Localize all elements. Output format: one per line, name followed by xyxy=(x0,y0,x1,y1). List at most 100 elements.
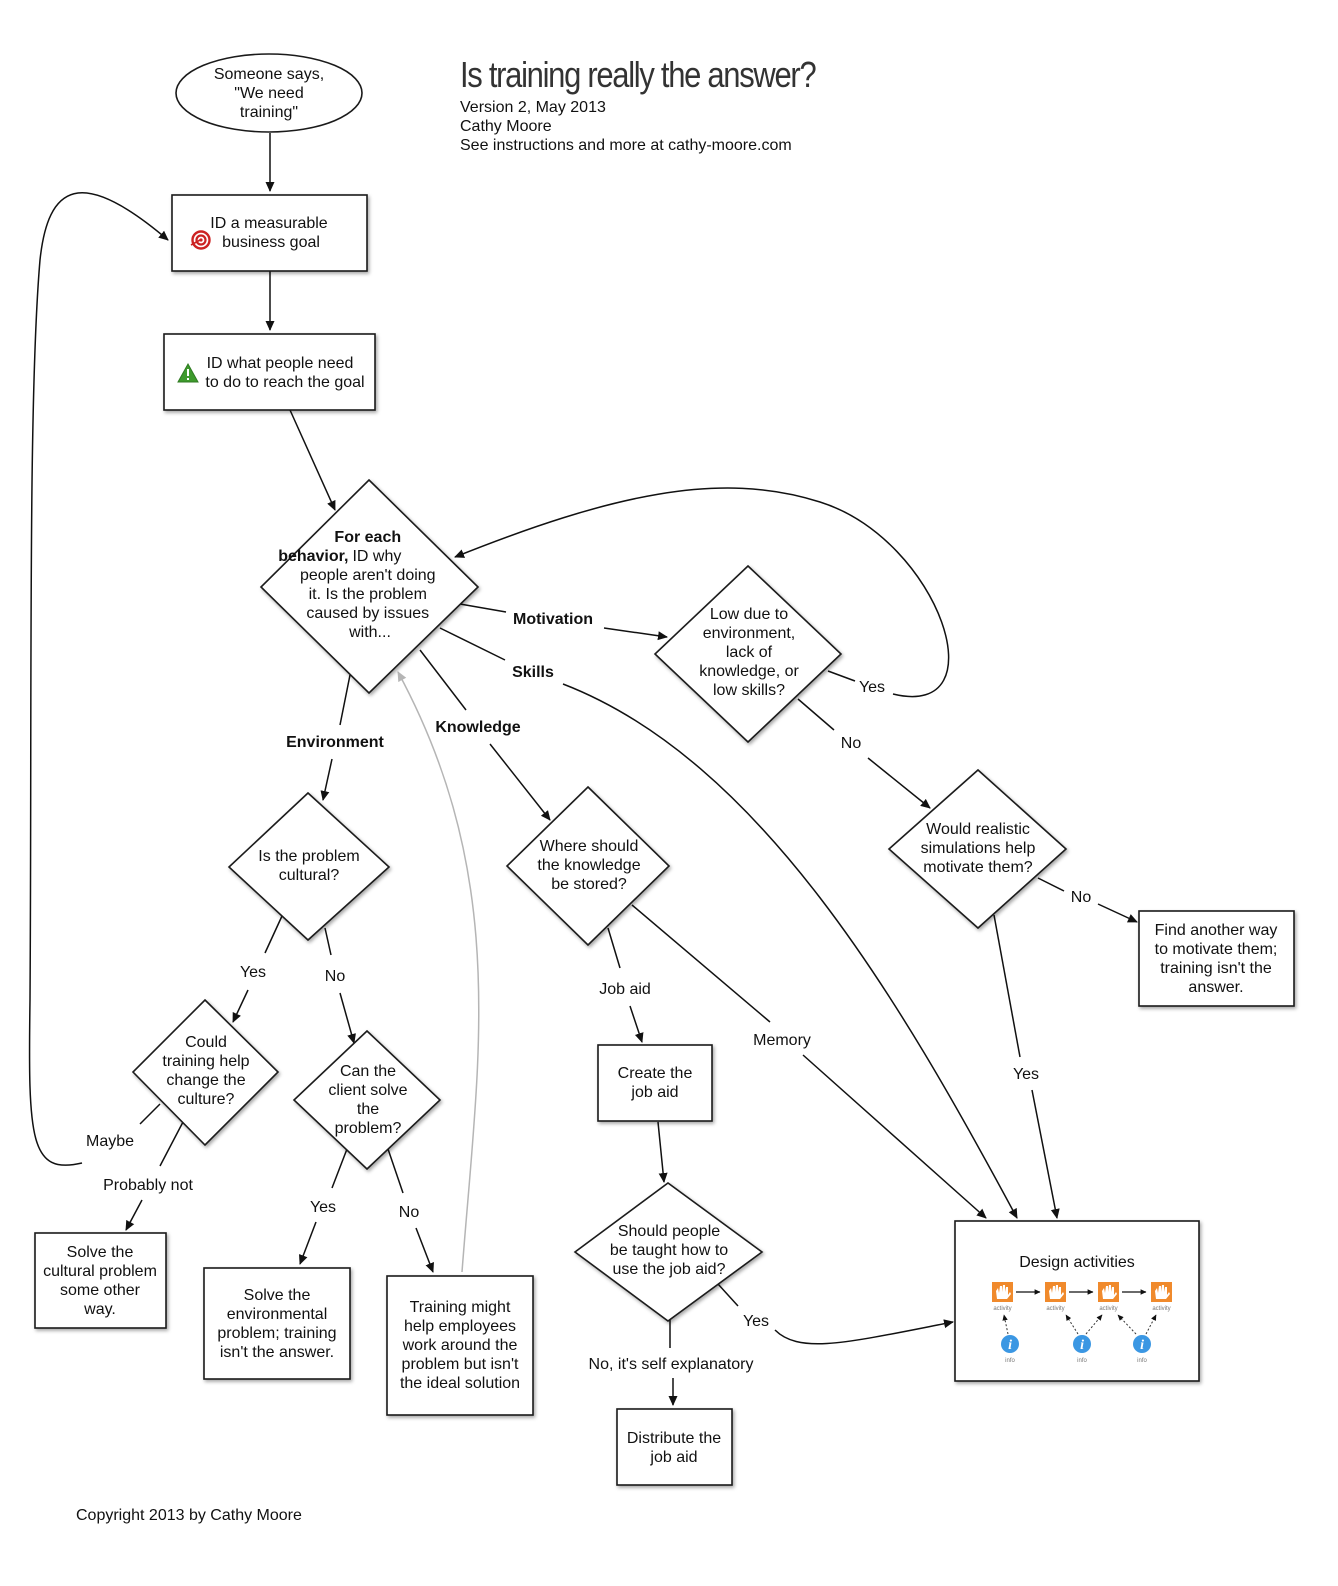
edge-cultural-yes-a xyxy=(264,915,283,954)
edge-why-motivation-a xyxy=(459,603,507,613)
label-environment: Environment xyxy=(286,734,384,751)
svg-text:i: i xyxy=(1140,1338,1144,1353)
node-solve-env-line-2: environmental xyxy=(227,1306,328,1323)
edge-training-might-back xyxy=(397,671,480,1273)
activity-icon: activity xyxy=(1151,1282,1172,1312)
node-change-culture-line-4: culture? xyxy=(178,1091,235,1108)
target-icon xyxy=(190,230,211,250)
edge-low-no-b xyxy=(867,757,931,809)
node-goal-line-1: ID a measurable xyxy=(210,215,327,232)
label-self-explanatory: No, it's self explanatory xyxy=(589,1356,754,1373)
svg-text:activity: activity xyxy=(1152,1306,1170,1312)
edge-labels: Motivation Skills Knowledge Environment … xyxy=(86,611,1091,1373)
label-job-aid: Job aid xyxy=(599,981,651,998)
node-taught-job-aid-line-2: be taught how to xyxy=(610,1242,728,1259)
edge-client-no-b xyxy=(415,1227,434,1273)
edge-job-aid-a xyxy=(607,927,621,969)
edge-maybe-loop xyxy=(28,192,169,1166)
node-start-line-3: training" xyxy=(240,104,298,121)
node-client-solve-line-4: problem? xyxy=(335,1120,402,1137)
node-another-way-line-2: to motivate them; xyxy=(1155,941,1278,958)
edge-low-yes-loop xyxy=(827,670,856,682)
node-why-line-1: ID why xyxy=(352,548,401,565)
warning-triangle-icon xyxy=(177,362,199,383)
label-skills: Skills xyxy=(512,664,554,681)
label-motivation: Motivation xyxy=(513,611,593,628)
node-why-bold-2: behavior, xyxy=(278,548,348,565)
node-simulations-line-3: motivate them? xyxy=(923,859,1032,876)
node-solve-env-line-3: problem; training xyxy=(217,1325,336,1342)
node-why: For each behavior,ID why people aren't d… xyxy=(259,478,480,695)
edge-client-no-a xyxy=(387,1148,404,1194)
edge-low-no-a xyxy=(797,698,835,731)
activity-icon: activity xyxy=(992,1282,1013,1312)
node-actions-line-1: ID what people need xyxy=(207,355,354,372)
activity-sequence: activity activity activity activity xyxy=(992,1282,1172,1364)
page-title: Is training really the answer? xyxy=(460,54,817,95)
edge-actions-why xyxy=(289,409,336,511)
node-start-text: Someone says, "We need training" xyxy=(214,66,324,121)
label-sim-yes: Yes xyxy=(1013,1066,1039,1083)
edge-why-knowledge-b xyxy=(489,743,551,821)
node-why-line-5: with... xyxy=(348,624,391,641)
edge-skills-design xyxy=(562,683,1018,1219)
node-solve-cultural-line-2: cultural problem xyxy=(43,1263,157,1280)
edge-client-yes-a xyxy=(331,1148,348,1189)
node-motivation-low-line-5: low skills? xyxy=(713,682,785,699)
edge-sim-no-a xyxy=(1037,877,1065,892)
node-start-line-2: "We need xyxy=(234,85,303,102)
node-another-way-line-1: Find another way xyxy=(1155,922,1278,939)
label-client-yes: Yes xyxy=(310,1199,336,1216)
node-goal-line-2: business goal xyxy=(222,234,320,251)
activity-icon: activity xyxy=(1045,1282,1066,1312)
edge-why-knowledge-a xyxy=(419,649,467,711)
node-solve-cultural-line-1: Solve the xyxy=(67,1244,134,1261)
node-start-line-1: Someone says, xyxy=(214,66,324,83)
node-motivation-low-line-2: environment, xyxy=(703,625,796,642)
label-maybe: Maybe xyxy=(86,1133,134,1150)
node-create-job-aid-line-1: Create the xyxy=(618,1065,693,1082)
label-sim-no: No xyxy=(1071,889,1092,906)
label-memory: Memory xyxy=(753,1032,811,1049)
node-motivation-low-line-4: knowledge, or xyxy=(699,663,799,680)
edge-why-motivation-b xyxy=(603,627,668,641)
node-simulations-line-1: Would realistic xyxy=(926,821,1030,838)
node-distribute-job-aid-line-2: job aid xyxy=(649,1449,697,1466)
node-goal-text: ID a measurable business goal xyxy=(210,215,327,251)
node-knowledge-store-line-1: Where should xyxy=(540,838,639,855)
node-solve-cultural-line-3: some other xyxy=(60,1282,141,1299)
edges xyxy=(28,133,1138,1406)
node-client-solve-line-1: Can the xyxy=(340,1063,396,1080)
svg-text:i: i xyxy=(1080,1338,1084,1353)
node-client-solve-line-3: the xyxy=(357,1101,379,1118)
edge-low-yes-loop-b xyxy=(454,487,950,698)
node-motivation-low-line-3: lack of xyxy=(726,644,773,661)
version-line: Version 2, May 2013 xyxy=(460,99,606,116)
node-change-culture-line-2: training help xyxy=(162,1053,249,1070)
label-cultural-yes: Yes xyxy=(240,964,266,981)
label-client-no: No xyxy=(399,1204,420,1221)
node-training-might-line-2: help employees xyxy=(404,1318,516,1335)
node-goal: ID a measurable business goal xyxy=(171,194,368,272)
node-why-line-3: it. Is the problem xyxy=(309,586,427,603)
edge-cultural-no-b xyxy=(339,992,356,1044)
edge-client-yes-b xyxy=(298,1221,317,1265)
